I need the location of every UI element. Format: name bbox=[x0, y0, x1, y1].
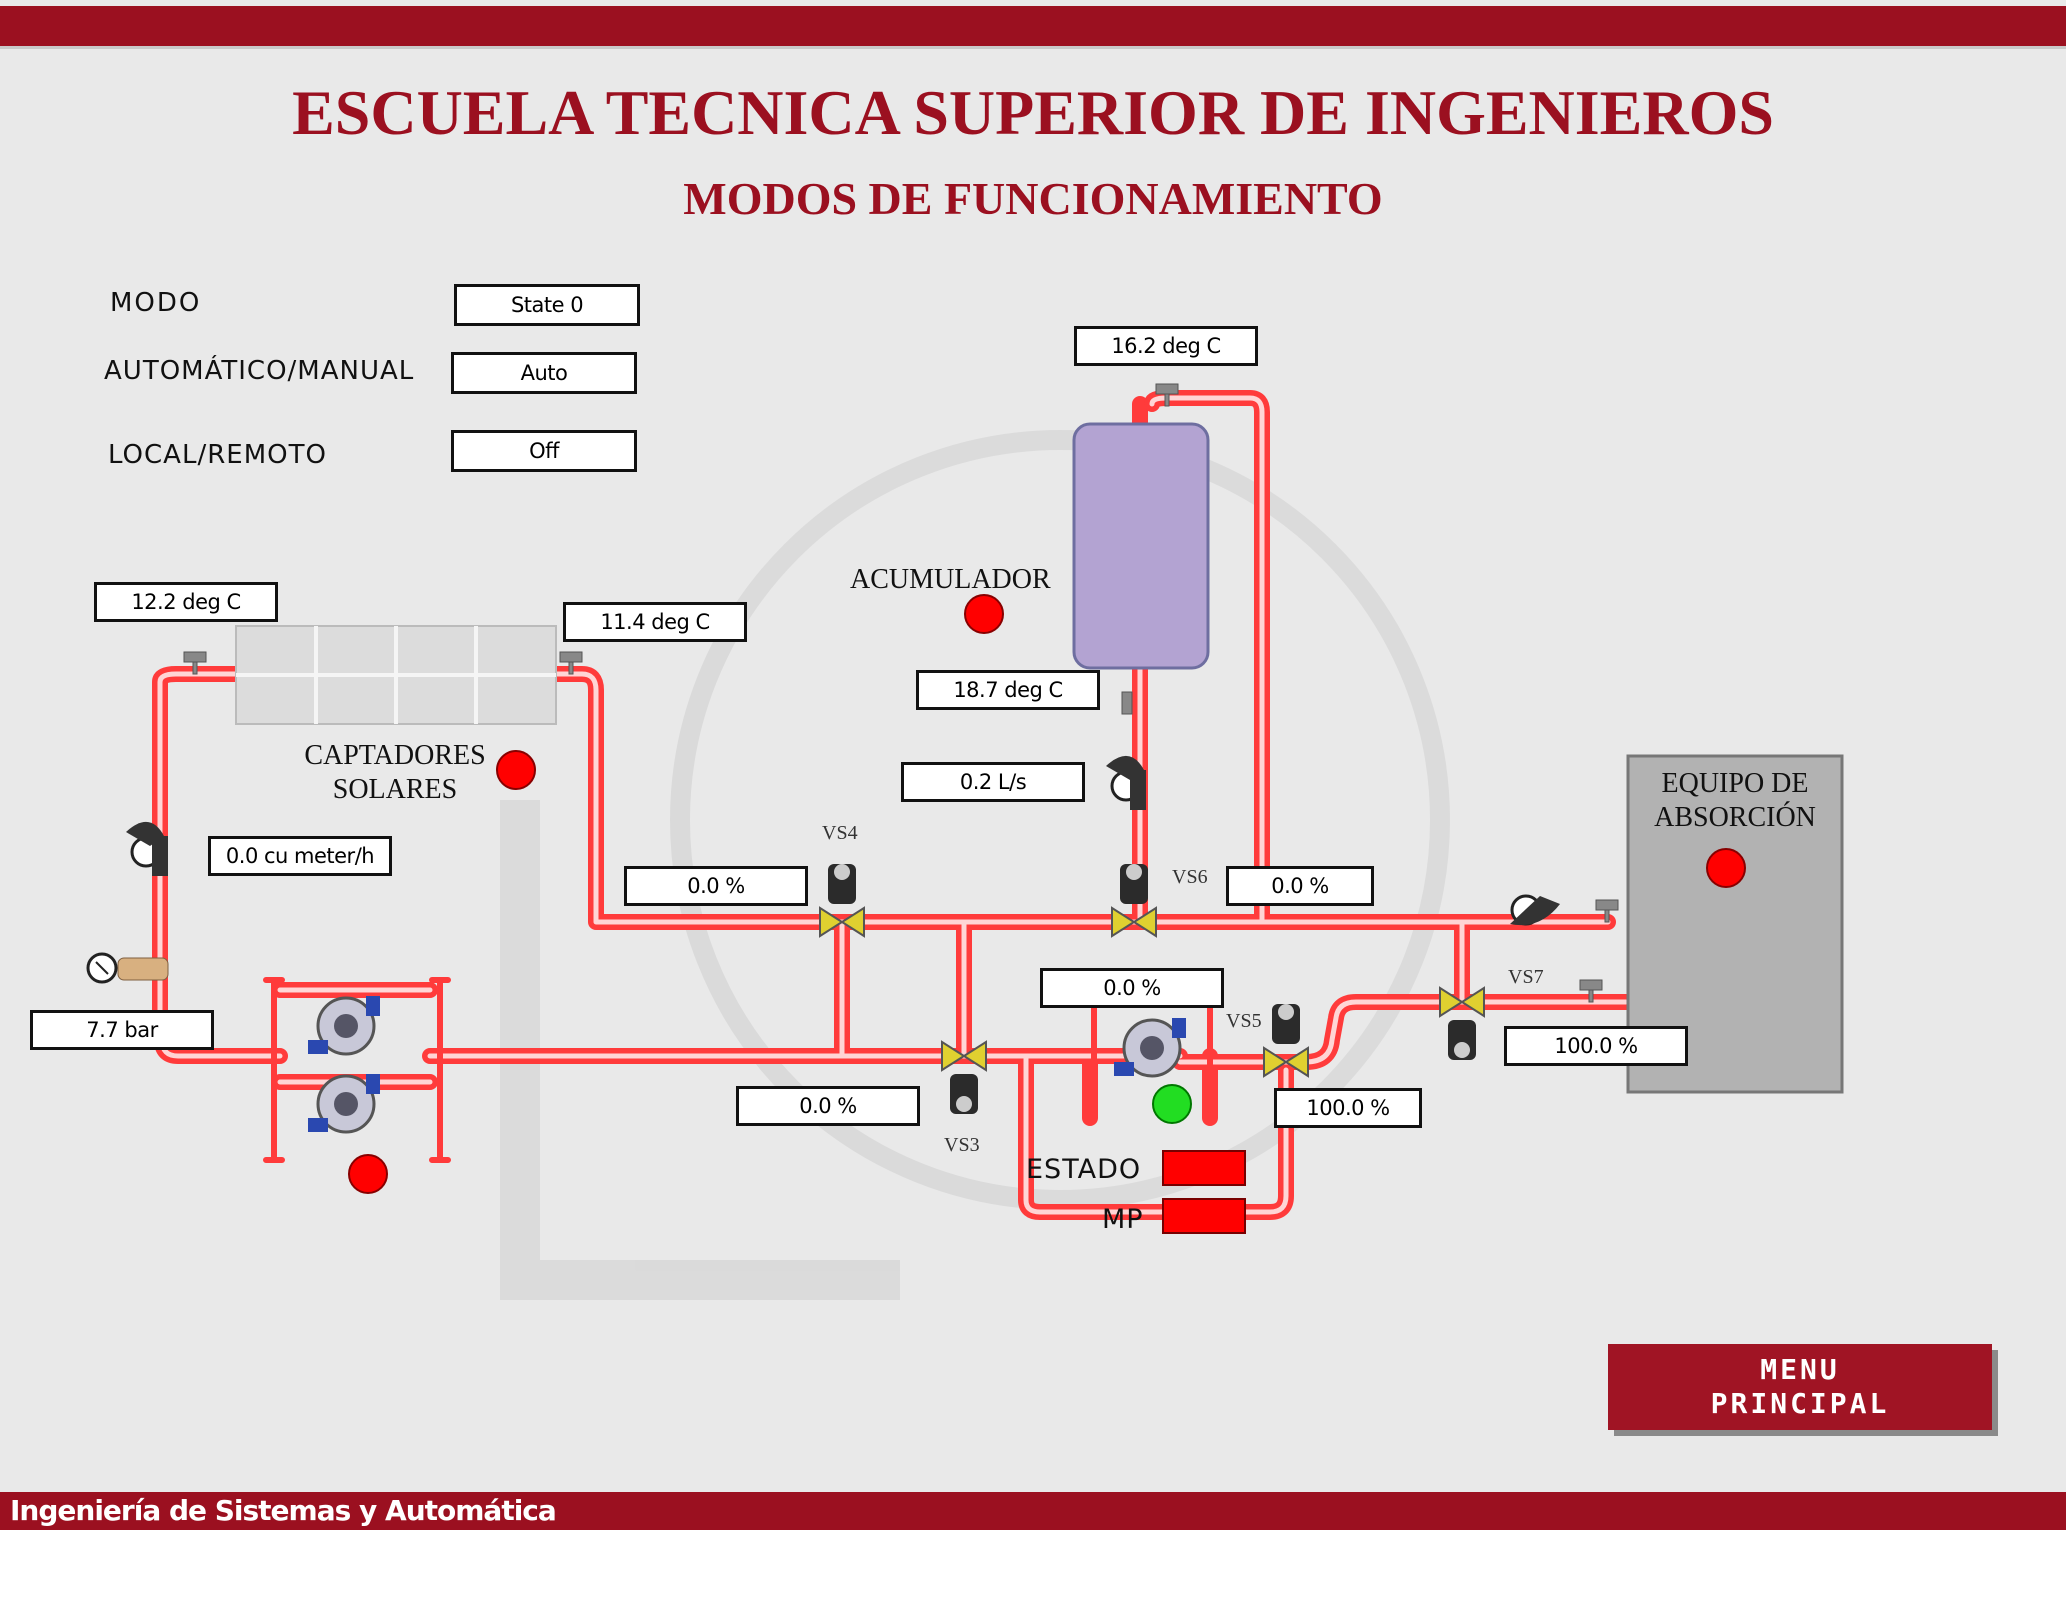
vs4-opening-readout: 0.0 % bbox=[624, 866, 808, 906]
pressure-readout: 7.7 bar bbox=[30, 1010, 214, 1050]
temperature-sensor-icon bbox=[183, 383, 1619, 1003]
flow-collector-readout: 0.0 cu meter/h bbox=[208, 836, 392, 876]
temp-tank-bottom-readout: 18.7 deg C bbox=[916, 670, 1100, 710]
equipo-label-line2: ABSORCIÓN bbox=[1654, 802, 1816, 833]
estado-label: ESTADO bbox=[1026, 1154, 1142, 1185]
page-title: ESCUELA TECNICA SUPERIOR DE INGENIEROS bbox=[292, 77, 1774, 148]
flow-tank-readout: 0.2 L/s bbox=[901, 762, 1085, 802]
captadores-label-line1: CAPTADORES bbox=[304, 740, 486, 771]
pressure-gauge-icon bbox=[86, 952, 169, 984]
vs3-label: VS3 bbox=[944, 1134, 980, 1156]
footer-text: Ingeniería de Sistemas y Automática bbox=[10, 1494, 557, 1527]
vs7-opening-readout: 100.0 % bbox=[1504, 1026, 1688, 1066]
accumulator-tank bbox=[1072, 422, 1210, 670]
vs3-opening-readout: 0.0 % bbox=[736, 1086, 920, 1126]
mp-indicator bbox=[1162, 1198, 1246, 1234]
mp-label: MP bbox=[1102, 1204, 1144, 1235]
solar-collector-array bbox=[235, 625, 557, 725]
captadores-label-line2: SOLARES bbox=[332, 774, 458, 805]
modo-value: State 0 bbox=[454, 284, 640, 326]
local-remoto-label: LOCAL/REMOTO bbox=[108, 440, 327, 470]
valve-icon bbox=[819, 864, 1485, 1114]
acumulador-status-lamp bbox=[964, 594, 1004, 634]
auto-manual-label: AUTOMÁTICO/MANUAL bbox=[104, 356, 415, 386]
temp-collector-in-readout: 12.2 deg C bbox=[94, 582, 278, 622]
captadores-status-lamp bbox=[496, 750, 536, 790]
vs4-label: VS4 bbox=[822, 822, 858, 844]
menu-principal-button[interactable]: MENU PRINCIPAL bbox=[1608, 1344, 1992, 1430]
menu-button-line1: MENU bbox=[1760, 1353, 1840, 1386]
pipe-network bbox=[152, 390, 1634, 1220]
vs6-label: VS6 bbox=[1172, 866, 1208, 888]
pump-group-status-lamp bbox=[348, 1154, 388, 1194]
vs5-opening-readout: 100.0 % bbox=[1274, 1088, 1422, 1128]
menu-button-line2: PRINCIPAL bbox=[1710, 1387, 1890, 1420]
pump-icon bbox=[308, 996, 1186, 1134]
header-bar-shadow bbox=[0, 46, 2066, 49]
acumulador-label: ACUMULADOR bbox=[850, 564, 1051, 595]
auto-manual-value: Auto bbox=[451, 352, 637, 394]
temp-tank-top-readout: 16.2 deg C bbox=[1074, 326, 1258, 366]
vs6-opening-readout: 0.0 % bbox=[1226, 866, 1374, 906]
page-subtitle: MODOS DE FUNCIONAMIENTO bbox=[683, 173, 1383, 224]
mid-opening-readout: 0.0 % bbox=[1040, 968, 1224, 1008]
secondary-pump-status-lamp bbox=[1152, 1084, 1192, 1124]
absorcion-status-lamp bbox=[1706, 848, 1746, 888]
local-remoto-value: Off bbox=[451, 430, 637, 472]
vs5-label: VS5 bbox=[1226, 1010, 1262, 1032]
flowmeter-icon bbox=[126, 755, 1560, 926]
university-watermark bbox=[500, 430, 1450, 1300]
temp-collector-out-readout: 11.4 deg C bbox=[563, 602, 747, 642]
equipo-label-line1: EQUIPO DE bbox=[1661, 768, 1809, 799]
header-bar bbox=[0, 6, 2066, 46]
footer-bar bbox=[0, 1492, 2066, 1530]
vs7-label: VS7 bbox=[1508, 966, 1544, 988]
modo-label: MODO bbox=[110, 288, 202, 318]
estado-indicator bbox=[1162, 1150, 1246, 1186]
